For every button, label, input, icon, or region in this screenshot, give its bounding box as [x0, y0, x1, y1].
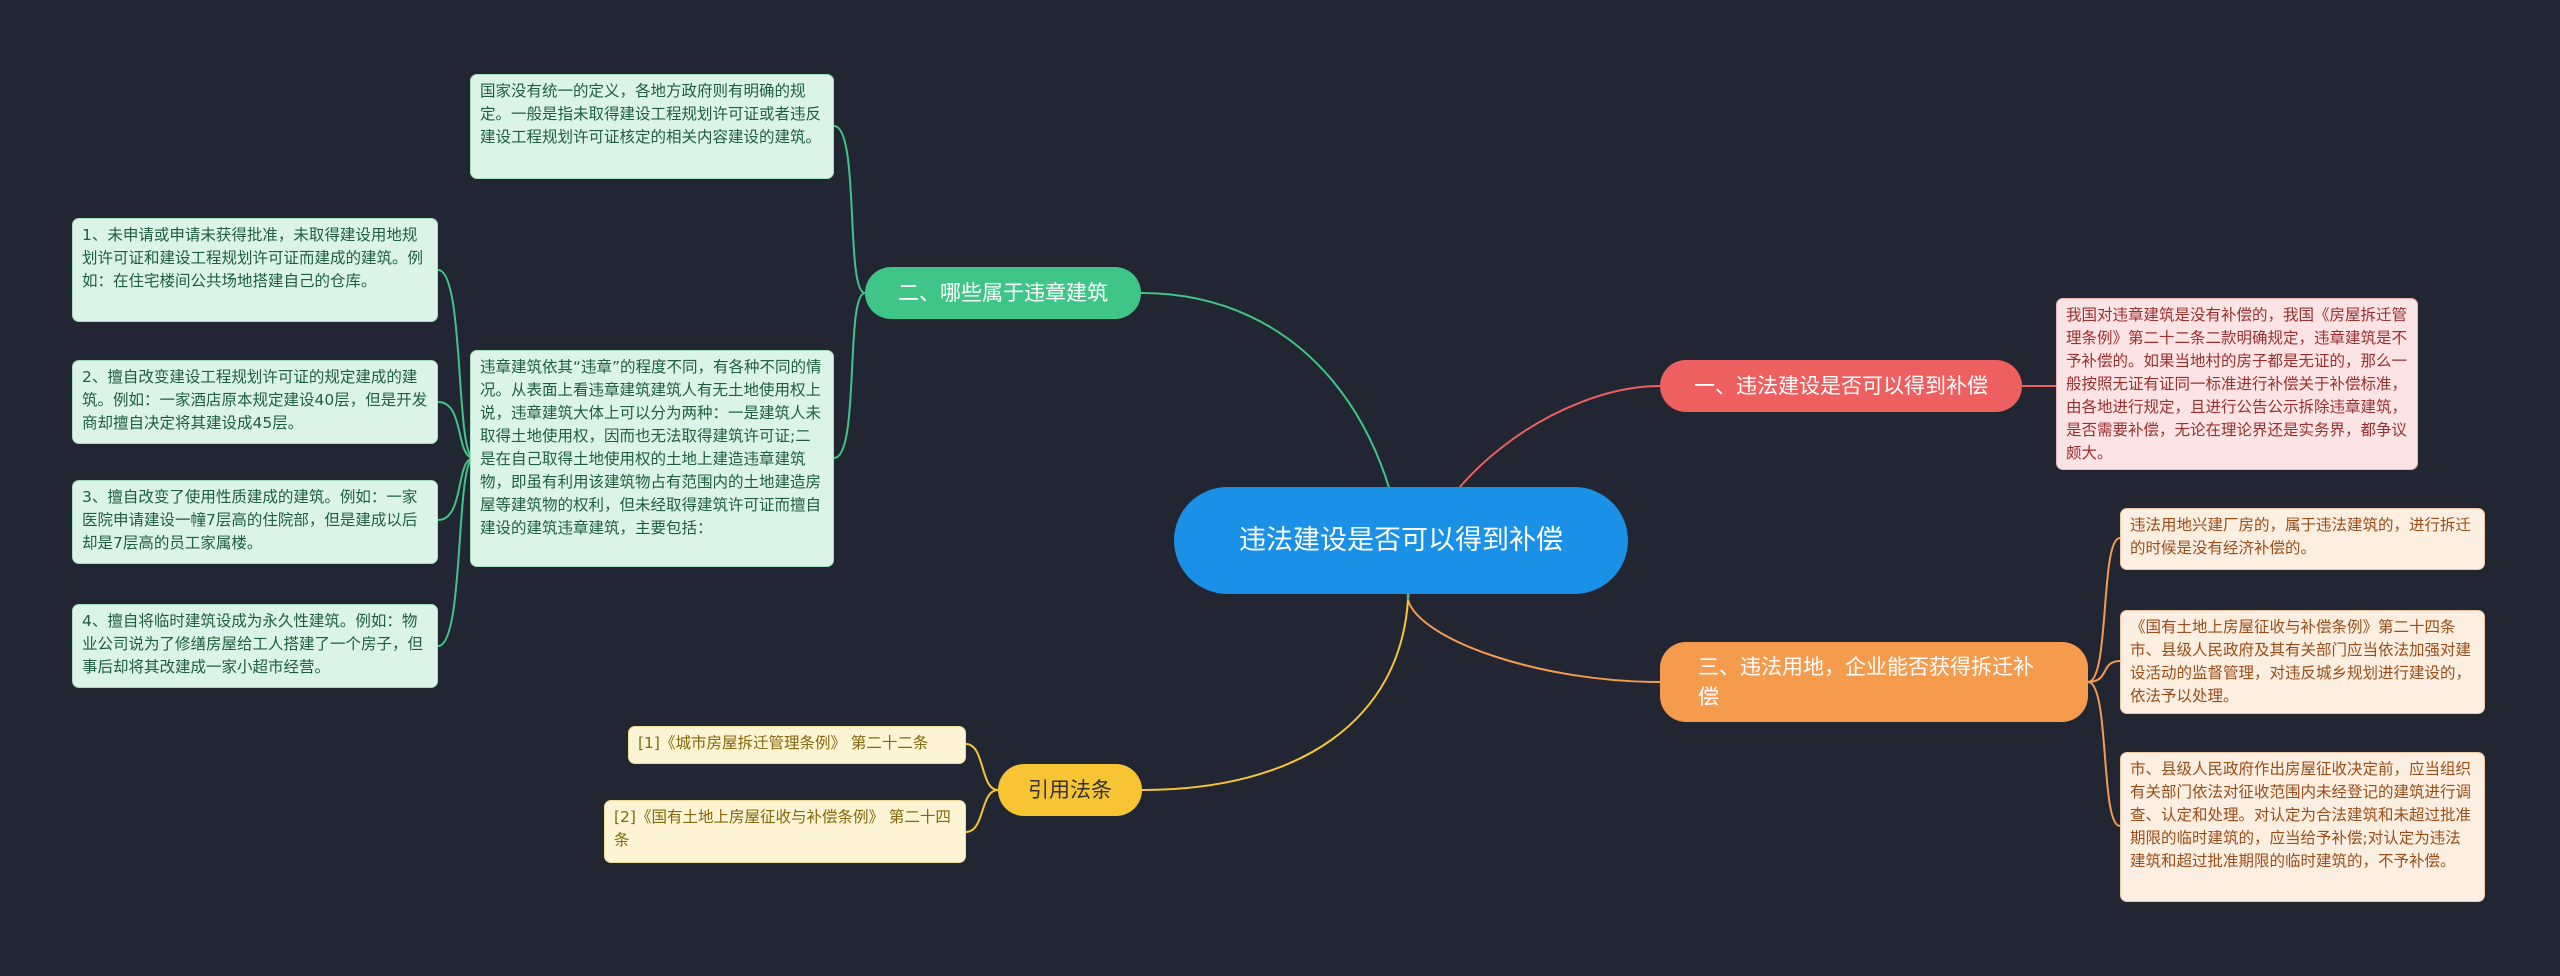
branch-compensation[interactable]: 一、违法建设是否可以得到补偿 — [1660, 360, 2022, 412]
leaf-text: 4、擅自将临时建筑设成为永久性建筑。例如：物业公司说为了修缮房屋给工人搭建了一个… — [82, 612, 424, 676]
link-root-b3 — [1407, 599, 1661, 683]
branch-citations[interactable]: 引用法条 — [998, 764, 1142, 816]
subleaf-type-4[interactable]: 4、擅自将临时建筑设成为永久性建筑。例如：物业公司说为了修缮房屋给工人搭建了一个… — [72, 604, 438, 688]
subleaf-type-1[interactable]: 1、未申请或申请未获得批准，未取得建设用地规划许可证和建设工程规划许可证而建成的… — [72, 218, 438, 322]
leaf-text: 市、县级人民政府作出房屋征收决定前，应当组织有关部门依法对征收范围内未经登记的建… — [2130, 760, 2472, 870]
branch-illegal-buildings[interactable]: 二、哪些属于违章建筑 — [865, 267, 1141, 319]
leaf-text: 国家没有统一的定义，各地方政府则有明确的规定。一般是指未取得建设工程规划许可证或… — [480, 82, 822, 146]
leaf-text: 违法用地兴建厂房的，属于违法建筑的，进行拆迁的时候是没有经济补偿的。 — [2130, 516, 2472, 557]
link-b3-leaf3 — [2087, 681, 2121, 827]
link-b2-leaf2 — [833, 292, 866, 459]
leaf-text: [2]《国有土地上房屋征收与补偿条例》 第二十四条 — [614, 808, 951, 849]
link-b3-leaf2 — [2087, 660, 2121, 683]
leaf-text: 1、未申请或申请未获得批准，未取得建设用地规划许可证和建设工程规划许可证而建成的… — [82, 226, 424, 290]
link-b2-leaf1 — [833, 125, 866, 294]
leaf-text: [1]《城市房屋拆迁管理条例》 第二十二条 — [638, 734, 929, 752]
branch-citations-label: 引用法条 — [1028, 778, 1112, 802]
leaf-text: 3、擅自改变了使用性质建成的建筑。例如：一家医院申请建设一幢7层高的住院部，但是… — [82, 488, 418, 552]
leaf-text: 2、擅自改变建设工程规划许可证的规定建成的建筑。例如：一家酒店原本规定建设40层… — [82, 368, 428, 432]
link-b4-leaf2 — [965, 789, 999, 833]
leaf-text: 违章建筑依其“违章”的程度不同，有各种不同的情况。从表面上看违章建筑建筑人有无土… — [480, 358, 822, 537]
link-b2-sub1 — [437, 269, 475, 459]
root-topic-label: 违法建设是否可以得到补偿 — [1239, 525, 1563, 556]
subleaf-type-3[interactable]: 3、擅自改变了使用性质建成的建筑。例如：一家医院申请建设一幢7层高的住院部，但是… — [72, 480, 438, 564]
branch-illegal-land[interactable]: 三、违法用地，企业能否获得拆迁补偿 — [1660, 642, 2088, 722]
leaf-classification[interactable]: 违章建筑依其“违章”的程度不同，有各种不同的情况。从表面上看违章建筑建筑人有无土… — [470, 350, 834, 567]
leaf-compensation-policy[interactable]: 我国对违章建筑是没有补偿的，我国《房屋拆迁管理条例》第二十二条二款明确规定，违章… — [2056, 298, 2418, 470]
citation-2[interactable]: [2]《国有土地上房屋征收与补偿条例》 第二十四条 — [604, 800, 966, 863]
branch-illegal-buildings-label: 二、哪些属于违章建筑 — [898, 281, 1108, 305]
branch-illegal-land-label: 三、违法用地，企业能否获得拆迁补偿 — [1698, 655, 2034, 709]
branch-compensation-label: 一、违法建设是否可以得到补偿 — [1694, 374, 1988, 398]
link-b2-sub4 — [437, 457, 475, 647]
link-root-b4 — [1141, 599, 1409, 791]
link-b2-sub3 — [437, 457, 475, 521]
link-b4-leaf1 — [965, 743, 999, 791]
root-topic[interactable]: 违法建设是否可以得到补偿 — [1174, 487, 1628, 594]
link-b2-sub2 — [437, 401, 475, 459]
link-b3-leaf1 — [2087, 537, 2121, 683]
leaf-illegal-land-2[interactable]: 《国有土地上房屋征收与补偿条例》第二十四条市、县级人民政府及其有关部门应当依法加… — [2120, 610, 2485, 714]
leaf-illegal-land-1[interactable]: 违法用地兴建厂房的，属于违法建筑的，进行拆迁的时候是没有经济补偿的。 — [2120, 508, 2485, 570]
subleaf-type-2[interactable]: 2、擅自改变建设工程规划许可证的规定建成的建筑。例如：一家酒店原本规定建设40层… — [72, 360, 438, 444]
leaf-illegal-land-3[interactable]: 市、县级人民政府作出房屋征收决定前，应当组织有关部门依法对征收范围内未经登记的建… — [2120, 752, 2485, 902]
leaf-text: 《国有土地上房屋征收与补偿条例》第二十四条市、县级人民政府及其有关部门应当依法加… — [2130, 618, 2472, 705]
leaf-text: 我国对违章建筑是没有补偿的，我国《房屋拆迁管理条例》第二十二条二款明确规定，违章… — [2066, 306, 2408, 462]
citation-1[interactable]: [1]《城市房屋拆迁管理条例》 第二十二条 — [628, 726, 966, 764]
leaf-definition[interactable]: 国家没有统一的定义，各地方政府则有明确的规定。一般是指未取得建设工程规划许可证或… — [470, 74, 834, 179]
